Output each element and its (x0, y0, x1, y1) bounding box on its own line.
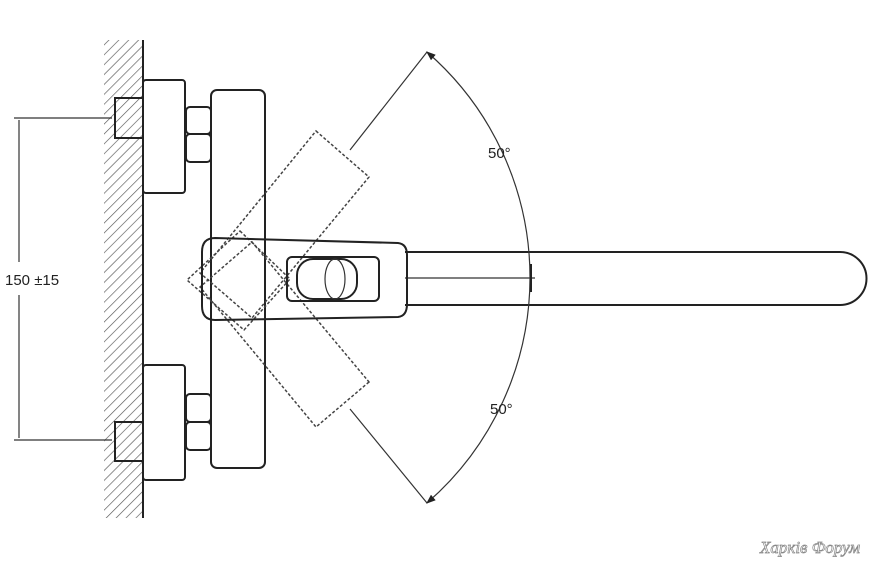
mixer-handle-body (201, 236, 408, 322)
center-distance-dimension (14, 117, 112, 441)
wall-hatch (104, 40, 144, 518)
rotation-angle-dimension (349, 51, 532, 504)
angle-upper-label: 50° (488, 145, 511, 162)
center-distance-label: 150 ±15 (5, 272, 59, 289)
angle-lower-label: 50° (490, 401, 513, 418)
spout-rotated-positions (185, 129, 371, 429)
lower-eccentric-fitting (114, 364, 212, 481)
mixer-body (210, 89, 266, 469)
watermark: Харків Форум (759, 538, 860, 557)
spout (405, 251, 868, 306)
lever-handle (286, 256, 380, 302)
